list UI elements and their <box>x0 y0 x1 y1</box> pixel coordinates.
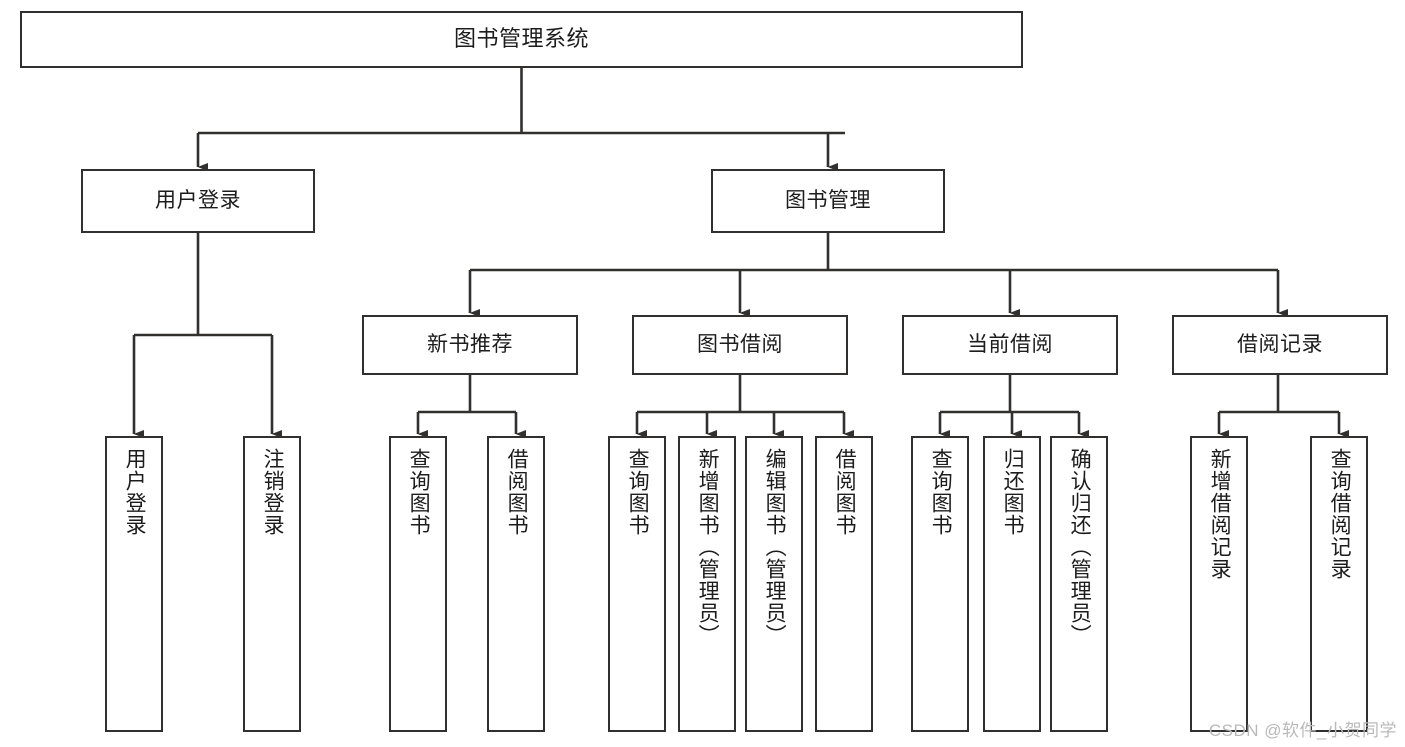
node-leaf-edit-book-admin[interactable]: 编辑图书（管理员） <box>745 436 803 732</box>
node-book-borrow[interactable]: 图书借阅 <box>632 315 848 375</box>
node-label: 归还图书 <box>1001 448 1025 536</box>
node-leaf-user-login[interactable]: 用户登录 <box>105 436 163 732</box>
node-label: 用户登录 <box>123 448 147 536</box>
node-label: 查询图书 <box>626 448 650 536</box>
node-label: 当前借阅 <box>967 333 1053 357</box>
node-new-book-recommend[interactable]: 新书推荐 <box>362 315 578 375</box>
node-leaf-query-book-3[interactable]: 查询图书 <box>911 436 969 732</box>
node-borrow-record[interactable]: 借阅记录 <box>1172 315 1388 375</box>
node-label: 查询图书 <box>929 448 953 536</box>
node-label: 新增图书（管理员） <box>696 448 720 646</box>
node-label: 借阅记录 <box>1237 333 1323 357</box>
node-leaf-borrow-book-1[interactable]: 借阅图书 <box>487 436 545 732</box>
node-leaf-add-borrow-record[interactable]: 新增借阅记录 <box>1190 436 1248 732</box>
node-label: 新增借阅记录 <box>1208 448 1232 580</box>
node-label: 用户登录 <box>155 189 241 213</box>
node-leaf-borrow-book-2[interactable]: 借阅图书 <box>815 436 873 732</box>
node-book-manage[interactable]: 图书管理 <box>711 169 945 233</box>
node-user-login[interactable]: 用户登录 <box>81 169 315 233</box>
node-label: 确认归还（管理员） <box>1068 448 1092 646</box>
node-leaf-query-borrow-record[interactable]: 查询借阅记录 <box>1310 436 1368 732</box>
watermark-text: CSDN @软件_小贺同学 <box>1208 721 1397 740</box>
node-label: 新书推荐 <box>427 333 513 357</box>
node-root-system[interactable]: 图书管理系统 <box>20 11 1023 68</box>
node-label: 图书管理 <box>785 189 871 213</box>
node-label: 注销登录 <box>261 448 285 536</box>
node-leaf-add-book-admin[interactable]: 新增图书（管理员） <box>678 436 736 732</box>
node-label: 借阅图书 <box>833 448 857 536</box>
node-leaf-logout[interactable]: 注销登录 <box>243 436 301 732</box>
node-label: 借阅图书 <box>505 448 529 536</box>
node-leaf-confirm-return[interactable]: 确认归还（管理员） <box>1050 436 1108 732</box>
node-leaf-query-book-2[interactable]: 查询图书 <box>608 436 666 732</box>
node-leaf-query-book-1[interactable]: 查询图书 <box>389 436 447 732</box>
node-current-borrow[interactable]: 当前借阅 <box>902 315 1118 375</box>
node-label: 查询图书 <box>407 448 431 536</box>
node-leaf-return-book[interactable]: 归还图书 <box>983 436 1041 732</box>
node-label: 编辑图书（管理员） <box>763 448 787 646</box>
node-label: 查询借阅记录 <box>1328 448 1352 580</box>
node-label: 图书借阅 <box>697 333 783 357</box>
node-label: 图书管理系统 <box>453 26 589 52</box>
